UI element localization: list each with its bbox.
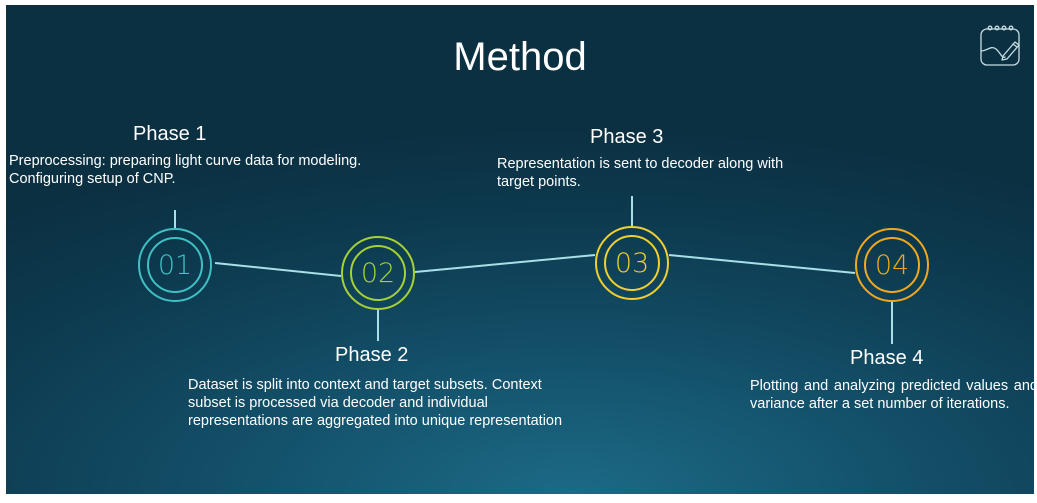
notebook-pencil-icon [978,23,1024,74]
connector-lines [174,196,893,344]
slide: Method Phase 1 Preprocessing: preparing … [6,5,1034,494]
timeline-lines [174,196,893,344]
phase-2-title: Phase 2 [335,344,409,366]
phase-3-title: Phase 3 [590,126,664,148]
line-01-02 [214,262,342,277]
phase-3-description: Representation is sent to decoder along … [497,156,784,190]
phase-2-number: 02 [350,245,406,301]
phase-1-number: 01 [147,237,203,293]
phase-2-description: Dataset is split into context and target… [188,377,563,429]
phase-1-circle: 01 [138,228,212,302]
phase-1-description: Preprocessing: preparing light curve dat… [9,153,362,187]
phase-2-circle: 02 [341,236,415,310]
phase-1-title: Phase 1 [133,123,207,145]
phase-3-circle: 03 [595,226,669,300]
slide-title: Method [453,35,587,79]
phase-4-title: Phase 4 [850,347,924,369]
line-02-03 [414,254,596,273]
phase-4-number: 04 [864,237,920,293]
phase-4-circle: 04 [855,228,929,302]
phase-3-number: 03 [604,235,660,291]
phase-4-description: Plotting and analyzing predicted values … [750,378,1034,412]
line-03-04 [668,254,856,274]
